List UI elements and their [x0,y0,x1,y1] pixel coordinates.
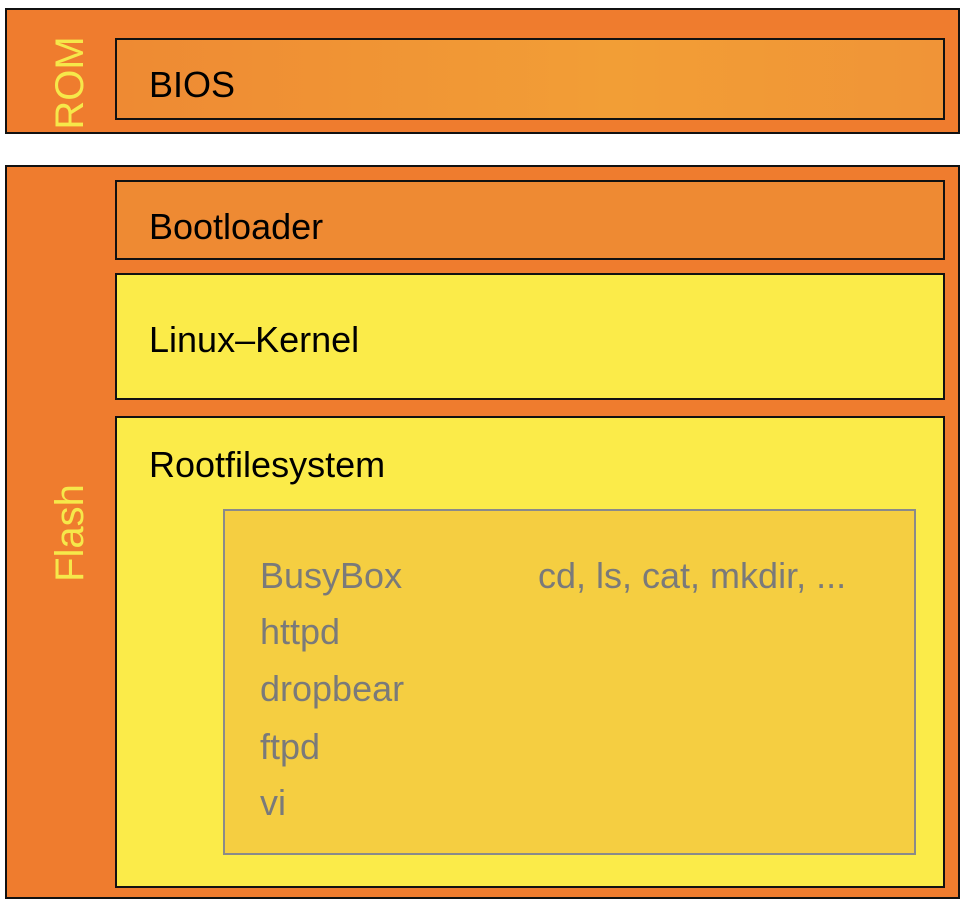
flash-label: Flash [48,484,92,582]
bios-box: BIOS [115,38,945,120]
busybox-commands: cd, ls, cat, mkdir, ... [538,555,847,596]
bootloader-label: Bootloader [149,206,324,247]
rootfilesystem-label: Rootfilesystem [149,444,386,485]
tool-busybox: BusyBox [260,555,403,596]
rootfs-tools-box: BusyBox cd, ls, cat, mkdir, ... httpd dr… [223,509,916,855]
bios-label: BIOS [149,64,236,105]
tool-vi: vi [260,782,286,823]
linux-kernel-box: Linux–Kernel [115,273,945,400]
tool-ftpd: ftpd [260,726,321,767]
linux-kernel-label: Linux–Kernel [149,319,360,360]
bootloader-box: Bootloader [115,180,945,260]
rom-label: ROM [48,36,92,130]
tool-dropbear: dropbear [260,668,405,709]
tool-httpd: httpd [260,611,341,652]
